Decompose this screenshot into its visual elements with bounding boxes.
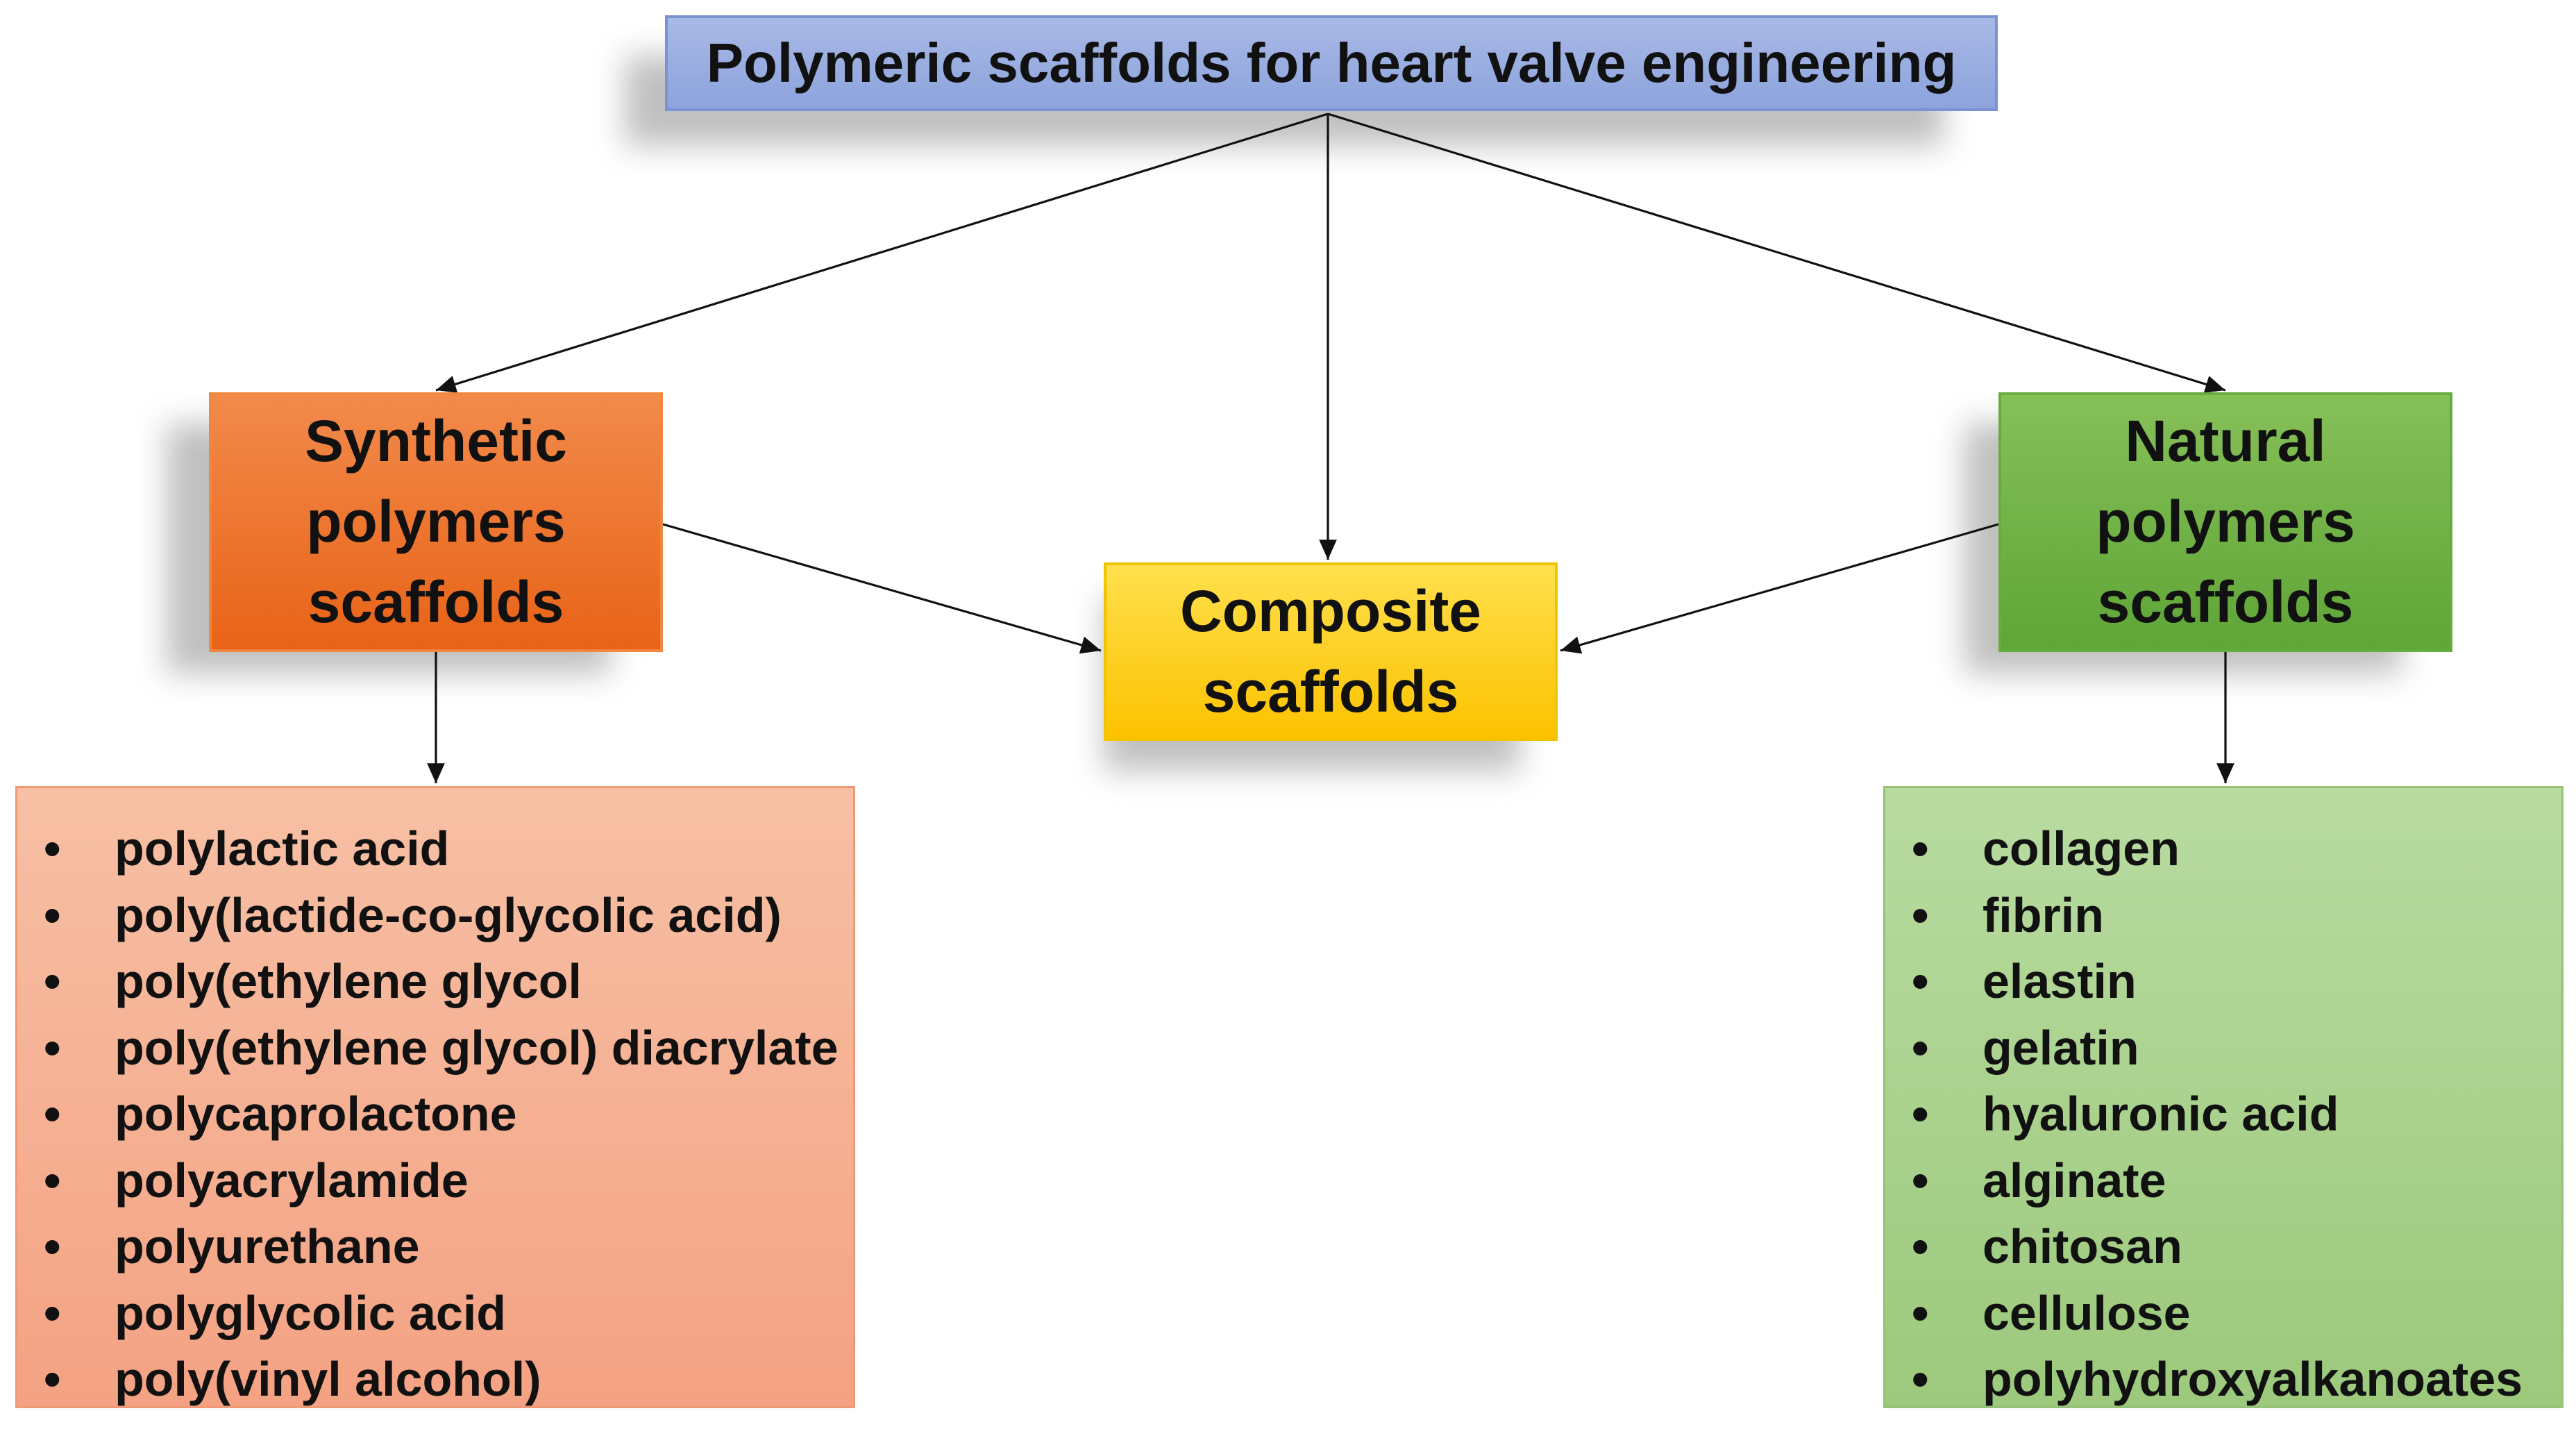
bullet-icon: •: [1912, 1020, 1929, 1075]
list-item-text: hyaluronic acid: [1982, 1087, 2339, 1141]
arrow-title-to-synthetic: [435, 112, 1329, 393]
bullet-icon: •: [44, 1352, 61, 1406]
list-item-text: poly(ethylene glycol: [115, 954, 582, 1008]
synthetic-label-line: polymers: [306, 489, 566, 555]
bullet-icon: •: [1912, 887, 1929, 942]
list-item: • polyacrylamide: [17, 1148, 853, 1214]
natural-polymers-label: Natural polymers scaffolds: [2096, 401, 2355, 643]
arrow-synthetic-to-composite: [662, 523, 1102, 654]
bullet-icon: •: [1912, 954, 1929, 1008]
list-item: • polycaprolactone: [17, 1081, 853, 1148]
natural-polymers-box: Natural polymers scaffolds: [1998, 392, 2452, 652]
bullet-icon: •: [44, 1285, 61, 1340]
list-item-text: gelatin: [1982, 1020, 2139, 1075]
synthetic-polymers-label: Synthetic polymers scaffolds: [305, 401, 567, 643]
diagram-title: Polymeric scaffolds for heart valve engi…: [665, 15, 1998, 111]
natural-label-line: polymers: [2096, 489, 2355, 555]
list-item: • polyglycolic acid: [17, 1280, 853, 1347]
list-item-text: collagen: [1982, 821, 2180, 876]
list-item: • hyaluronic acid: [1885, 1081, 2561, 1148]
list-item-text: alginate: [1982, 1153, 2166, 1208]
bullet-icon: •: [44, 821, 61, 876]
list-item-text: poly(vinyl alcohol): [115, 1352, 541, 1406]
list-item-text: poly(ethylene glycol) diacrylate: [115, 1020, 839, 1075]
list-item-text: fibrin: [1982, 887, 2104, 942]
list-item: • alginate: [1885, 1148, 2561, 1214]
composite-scaffolds-box: Composite scaffolds: [1104, 562, 1558, 741]
natural-label-line: scaffolds: [2097, 569, 2354, 635]
bullet-icon: •: [44, 1087, 61, 1141]
list-item-text: polycaprolactone: [115, 1087, 517, 1141]
composite-label-line: Composite: [1179, 578, 1482, 644]
list-item-text: cellulose: [1982, 1285, 2191, 1340]
list-item: • polylactic acid: [17, 816, 853, 883]
bullet-icon: •: [44, 1020, 61, 1075]
bullet-icon: •: [1912, 821, 1929, 876]
bullet-icon: •: [1912, 1352, 1929, 1406]
list-item: • polyurethane: [17, 1214, 853, 1280]
list-item: • cellulose: [1885, 1280, 2561, 1347]
list-item: • fibrin: [1885, 883, 2561, 949]
list-item-text: polyacrylamide: [115, 1153, 469, 1208]
list-item-text: polyurethane: [115, 1219, 420, 1273]
bullet-icon: •: [44, 1219, 61, 1273]
list-item-text: poly(lactide-co-glycolic acid): [115, 887, 782, 942]
composite-label-line: scaffolds: [1202, 658, 1459, 724]
natural-polymers-list: • collagen • fibrin • elastin • gelatin • hya…: [1883, 786, 2564, 1408]
list-item-text: polyhydroxyalkanoates: [1982, 1352, 2523, 1406]
list-item: • poly(ethylene glycol) diacrylate: [17, 1015, 853, 1082]
list-item: • collagen: [1885, 816, 2561, 883]
bullet-icon: •: [1912, 1219, 1929, 1273]
list-item: • chitosan: [1885, 1214, 2561, 1280]
bullet-icon: •: [44, 1153, 61, 1208]
arrow-natural-to-composite: [1560, 523, 1999, 654]
list-item: • polyhydroxyalkanoates: [1885, 1346, 2561, 1413]
list-item-text: chitosan: [1982, 1219, 2182, 1273]
list-item: • poly(ethylene glycol: [17, 949, 853, 1015]
bullet-icon: •: [1912, 1285, 1929, 1340]
composite-scaffolds-label: Composite scaffolds: [1180, 571, 1481, 733]
bullet-icon: •: [1912, 1153, 1929, 1208]
list-item: • poly(vinyl alcohol): [17, 1346, 853, 1413]
natural-label-line: Natural: [2125, 408, 2326, 474]
bullet-icon: •: [1912, 1087, 1929, 1141]
synthetic-polymers-list: • polylactic acid • poly(lactide-co-glycol…: [15, 786, 855, 1408]
diagram-title-text: Polymeric scaffolds for heart valve engi…: [706, 32, 1957, 94]
list-item-text: polylactic acid: [115, 821, 450, 876]
list-item: • poly(lactide-co-glycolic acid): [17, 883, 853, 949]
list-item-text: elastin: [1982, 954, 2137, 1008]
synthetic-label-line: Synthetic: [304, 408, 568, 474]
bullet-icon: •: [44, 954, 61, 1008]
bullet-icon: •: [44, 887, 61, 942]
arrow-title-to-natural: [1327, 112, 2226, 393]
synthetic-polymers-box: Synthetic polymers scaffolds: [209, 392, 663, 652]
list-item-text: polyglycolic acid: [115, 1285, 507, 1340]
synthetic-label-line: scaffolds: [308, 569, 564, 635]
list-item: • gelatin: [1885, 1015, 2561, 1082]
list-item: • elastin: [1885, 949, 2561, 1015]
